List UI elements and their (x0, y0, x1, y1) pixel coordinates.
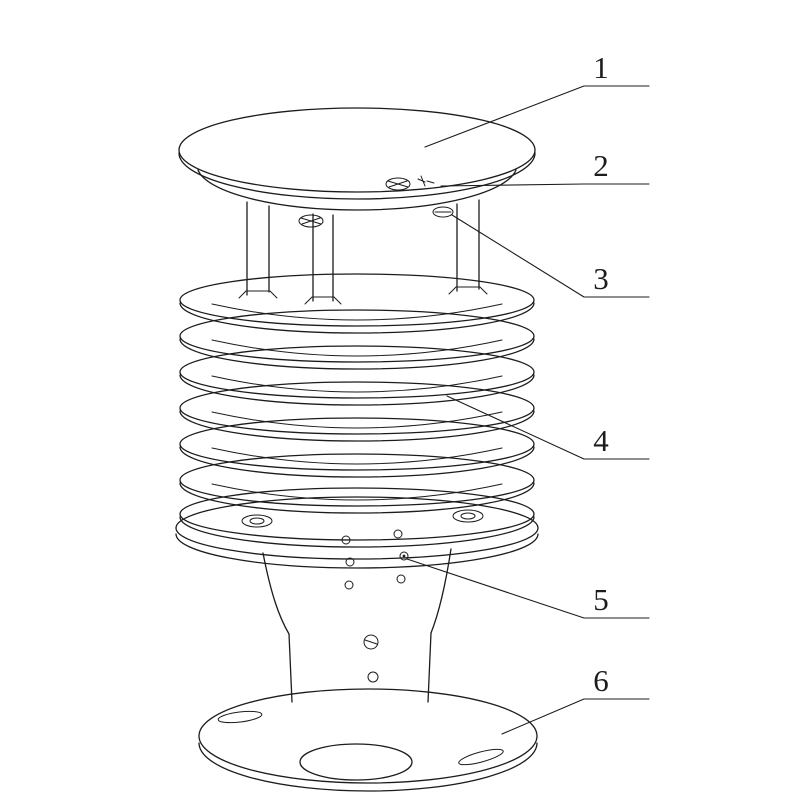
louver-ring-5-top (179, 417, 535, 471)
flange-slot-right-inner (460, 512, 476, 520)
screw-top-b (298, 214, 324, 228)
louver-ring-2-edge (179, 338, 535, 370)
louver-ring-2-top (179, 309, 535, 363)
base-outer (198, 688, 538, 784)
post-right (456, 199, 480, 292)
louver-ring-4-edge (179, 410, 535, 442)
top-cap-underside-plate (197, 169, 517, 211)
louver-ring-5 (179, 417, 535, 478)
callout-4-leader-line (446, 395, 650, 460)
neck (288, 632, 432, 703)
louver-ring-1-inner (211, 303, 503, 321)
louver-ring-5-edge (179, 446, 535, 478)
flange-top (175, 496, 539, 560)
flange-slot-left (241, 514, 273, 528)
neck-right-edge (427, 632, 432, 703)
louver-ring-5-inner (211, 447, 503, 465)
screw-clip-detail (417, 175, 435, 187)
top-cap (178, 107, 536, 211)
louver-ring-7-edge (179, 516, 535, 548)
base-slot-left (217, 710, 263, 724)
body-hole-6 (396, 574, 406, 584)
screw-top-b-cross (300, 217, 322, 225)
top-cap-outer-rim (178, 107, 536, 193)
louver-ring-1-edge (179, 302, 535, 334)
body-hole-4 (399, 551, 409, 561)
base-thickness (198, 742, 538, 792)
louver-ring-4 (179, 381, 535, 442)
tapered-body (262, 529, 452, 635)
post-left (246, 201, 270, 296)
louver-ring-1 (179, 273, 535, 334)
flange-slot-right (452, 509, 484, 523)
body-hole-2 (393, 529, 403, 539)
louver-ring-3-edge (179, 374, 535, 406)
louver-ring-1-top (179, 273, 535, 327)
callout-5: 5 (406, 558, 650, 619)
callout-3: 3 (451, 214, 650, 298)
top-cap-rim-thickness (178, 152, 536, 200)
louver-ring-4-top (179, 381, 535, 435)
louver-ring-3-top (179, 345, 535, 399)
top-plate-fasteners (298, 175, 454, 228)
post-center (312, 213, 334, 302)
bottom-flange (175, 496, 539, 569)
louver-ring-6-edge (179, 482, 535, 514)
body-left-edge (262, 552, 290, 635)
callout-2-leader-line (440, 183, 650, 187)
callout-2: 2 (440, 148, 650, 187)
base-plate (198, 688, 538, 792)
callout-6-label: 6 (593, 663, 609, 698)
post-center-foot (304, 296, 342, 305)
louver-ring-6 (179, 453, 535, 514)
body-hole-5 (344, 580, 354, 590)
flange-thickness (175, 533, 539, 569)
callout-2-label: 2 (593, 148, 609, 183)
callout-5-leader-line (406, 558, 650, 619)
post-right-foot (448, 286, 488, 295)
louver-ring-2 (179, 309, 535, 370)
callout-3-label: 3 (593, 261, 609, 296)
louver-ring-6-top (179, 453, 535, 507)
neck-screw-upper (363, 634, 379, 650)
base-slot-right (458, 748, 504, 766)
callout-1-label: 1 (593, 50, 609, 85)
louver-ring-7-top (179, 487, 535, 541)
louver-ring-4-inner (211, 411, 503, 429)
screw-top-c (432, 206, 454, 218)
callout-1: 1 (424, 50, 650, 148)
neck-screw-lower (367, 671, 379, 683)
louver-ring-7 (179, 487, 535, 548)
screw-top-a (385, 177, 411, 191)
flange-slot-left-inner (249, 517, 265, 525)
louver-ring-2-inner (211, 339, 503, 357)
body-hole-4-center (402, 554, 406, 558)
callout-6: 6 (501, 663, 650, 735)
body-hole-3 (345, 557, 355, 567)
callout-4: 4 (446, 395, 650, 460)
base-center-hole (299, 743, 413, 781)
body-right-edge (430, 548, 452, 634)
neck-screw-upper-slot (364, 639, 378, 645)
screw-top-a-cross (387, 180, 409, 188)
callouts: 1 2 3 4 5 6 (406, 50, 650, 735)
callout-6-leader-line (501, 698, 650, 735)
post-left-foot (238, 290, 278, 299)
louver-ring-3-inner (211, 375, 503, 393)
louver-ring-6-inner (211, 483, 503, 501)
louver-stack (179, 273, 535, 548)
callout-3-leader-line (451, 214, 650, 298)
callout-4-label: 4 (593, 423, 609, 458)
neck-left-edge (288, 633, 293, 703)
callout-5-label: 5 (593, 582, 609, 617)
callout-1-leader-line (424, 85, 650, 148)
louver-ring-3 (179, 345, 535, 406)
body-hole-1 (341, 535, 351, 545)
